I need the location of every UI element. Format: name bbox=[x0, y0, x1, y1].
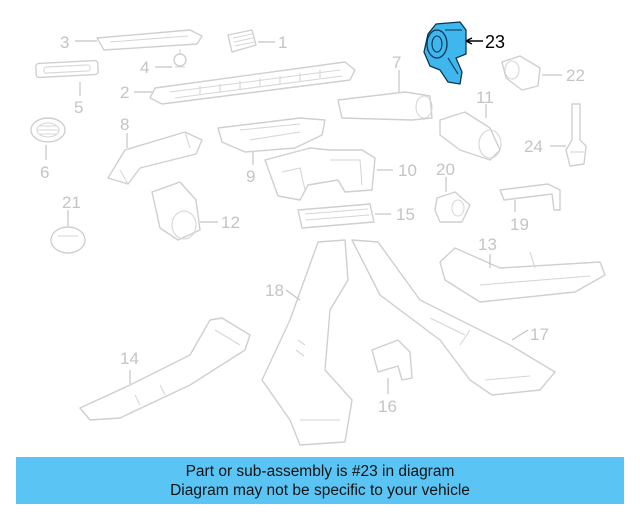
part-2[interactable] bbox=[149, 61, 356, 105]
callout-16: 16 bbox=[378, 397, 397, 416]
callout-21: 21 bbox=[62, 193, 81, 212]
callout-18: 18 bbox=[265, 281, 284, 300]
part-10[interactable] bbox=[264, 147, 376, 201]
part-1[interactable] bbox=[227, 29, 257, 53]
part-11[interactable] bbox=[439, 111, 502, 161]
part-21[interactable] bbox=[50, 226, 86, 254]
part-18[interactable] bbox=[261, 239, 353, 446]
part-15[interactable] bbox=[297, 203, 375, 229]
callout-9: 9 bbox=[246, 167, 255, 186]
callout-13: 13 bbox=[478, 235, 497, 254]
callout-4: 4 bbox=[140, 58, 149, 77]
part-19[interactable] bbox=[499, 183, 561, 211]
callout-1: 1 bbox=[278, 33, 287, 52]
part-8[interactable] bbox=[107, 131, 203, 185]
part-5[interactable] bbox=[35, 59, 99, 79]
callout-5: 5 bbox=[74, 98, 83, 117]
callout-8: 8 bbox=[120, 115, 129, 134]
callout-23: 23 bbox=[485, 32, 505, 52]
part-22[interactable] bbox=[501, 55, 541, 91]
callout-10: 10 bbox=[398, 161, 417, 180]
part-9[interactable] bbox=[217, 117, 326, 153]
callout-15: 15 bbox=[396, 205, 415, 224]
callout-12: 12 bbox=[221, 213, 240, 232]
callout-6: 6 bbox=[40, 163, 49, 182]
part-14[interactable] bbox=[79, 317, 251, 421]
part-23-highlighted[interactable] bbox=[423, 21, 467, 85]
callout-24: 24 bbox=[524, 137, 543, 156]
part-12[interactable] bbox=[151, 181, 201, 241]
callout-17: 17 bbox=[530, 325, 549, 344]
part-7[interactable] bbox=[337, 91, 433, 121]
part-20[interactable] bbox=[434, 191, 471, 223]
banner-line-2: Diagram may not be specific to your vehi… bbox=[170, 481, 470, 499]
part-16[interactable] bbox=[371, 339, 413, 381]
part-13[interactable] bbox=[439, 247, 606, 303]
part-24[interactable] bbox=[565, 103, 587, 167]
part-6[interactable] bbox=[30, 117, 66, 143]
callout-20: 20 bbox=[436, 160, 455, 179]
callout-14: 14 bbox=[120, 349, 139, 368]
callout-3: 3 bbox=[60, 33, 69, 52]
callout-22: 22 bbox=[566, 66, 585, 85]
info-banner: Part or sub-assembly is #23 in diagram D… bbox=[16, 457, 624, 504]
parts-diagram: 3 1 4 5 2 6 8 9 bbox=[30, 21, 606, 446]
part-3[interactable] bbox=[96, 29, 203, 51]
part-17[interactable] bbox=[351, 239, 556, 396]
callout-2: 2 bbox=[120, 83, 129, 102]
callout-7: 7 bbox=[392, 53, 401, 72]
callout-19: 19 bbox=[510, 215, 529, 234]
banner-line-1: Part or sub-assembly is #23 in diagram bbox=[185, 462, 455, 480]
callout-11: 11 bbox=[476, 88, 494, 107]
part-4[interactable] bbox=[173, 49, 187, 68]
